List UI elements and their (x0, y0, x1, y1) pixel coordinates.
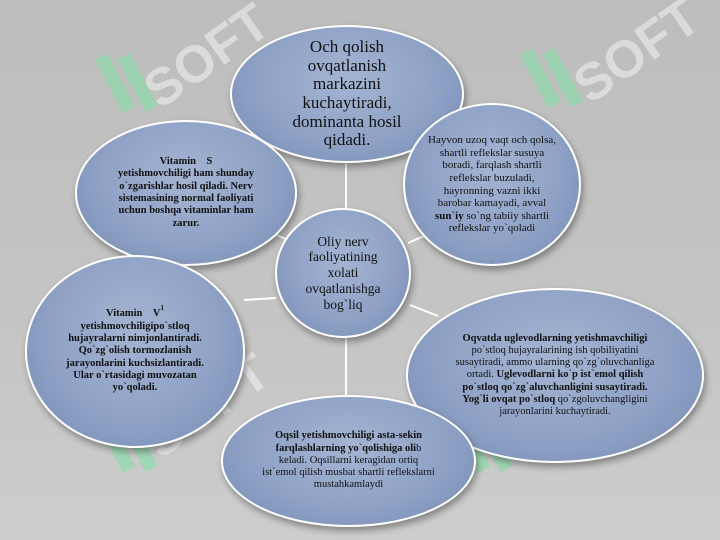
vitamin-label: Vitamin (159, 155, 197, 167)
node-bottom-normal: b keladi. Oqsillarni keragidan ortiq ist… (262, 442, 435, 491)
node-upper-right-bold: sun`iy (435, 209, 464, 222)
node-upper-right-text: Hayvon uzoq vaqt och qolsa, shartli refl… (427, 134, 557, 235)
vitamin-letter: V (152, 308, 161, 320)
node-upper-right-body: Hayvon uzoq vaqt och qolsa, shartli refl… (428, 133, 556, 210)
connector-lower-left (243, 297, 277, 301)
connector-upper-right (407, 235, 425, 244)
node-bottom-text: Oqsil yetishmovchiligi asta-sekin farqla… (261, 430, 436, 491)
node-upper-right-starvation: Hayvon uzoq vaqt och qolsa, shartli refl… (403, 103, 581, 266)
node-upper-right-tail: so`ng tabiiy shartli reflekslar yo`qolad… (448, 209, 549, 235)
node-lower-left-body: yetishmovchiligipo`stloq hujayralarni ni… (66, 320, 204, 394)
node-lower-right-normal-1: po`stloq hujayralarining ish qobiliyatin… (455, 345, 655, 381)
node-upper-left-text: Vitamin S yetishmovchiligi ham shunday o… (111, 156, 261, 230)
node-lower-left-vitamin-v1: Vitamin V1 yetishmovchiligipo`stloq huja… (25, 255, 245, 448)
node-bottom-bold: Oqsil yetishmovchiligi asta-sekin farqla… (274, 430, 422, 454)
node-lower-right-carbohydrates: Oqvatda uglevodlarning yetishmavchiligi … (406, 288, 704, 463)
node-upper-left-vitamin-s: Vitamin S yetishmovchiligi ham shunday o… (75, 120, 297, 266)
vitamin-letter: S (206, 155, 213, 167)
node-lower-right-bold-1: Oqvatda uglevodlarning yetishmavchiligi (462, 332, 648, 344)
node-lower-right-text: Oqvatda uglevodlarning yetishmavchiligi … (453, 333, 658, 418)
connector-lower-right (409, 304, 439, 317)
node-lower-left-text: Vitamin V1 yetishmovchiligipo`stloq huja… (60, 304, 210, 395)
node-bottom-protein: Oqsil yetishmovchiligi asta-sekin farqla… (221, 395, 476, 527)
node-upper-left-body: yetishmovchiligi ham shunday o`zgarishla… (118, 168, 254, 229)
node-lower-right-bold-2: Uglevodlarni ko`p ist`emol qilish po`stl… (462, 369, 648, 405)
vitamin-label: Vitamin (106, 308, 143, 320)
node-lower-right-normal-2: qo`zgoluvchangligini jarayonlarini kucha… (499, 393, 648, 417)
node-top-text: Och qolish ovqatlanish markazini kuchayt… (292, 36, 402, 150)
node-center-text: Oliy nerv faoliyatining xolati ovqatlani… (305, 233, 381, 312)
node-center-main: Oliy nerv faoliyatining xolati ovqatlani… (275, 208, 411, 338)
node-top-hunger: Och qolish ovqatlanish markazini kuchayt… (230, 25, 464, 163)
vitamin-subscript: 1 (160, 304, 164, 313)
